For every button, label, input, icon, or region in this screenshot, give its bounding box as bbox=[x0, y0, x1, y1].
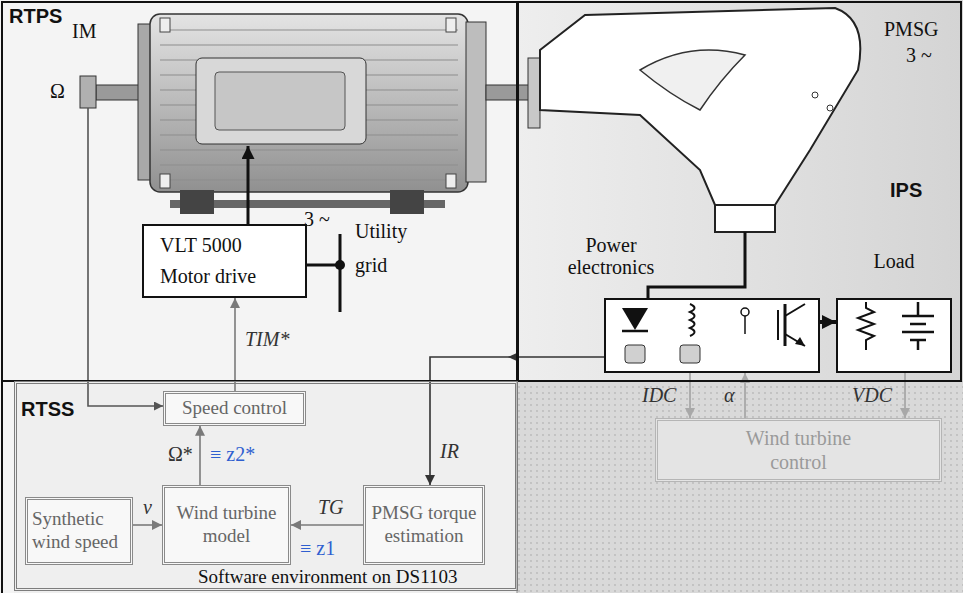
region-panel: IPSPower electronicsLoad bbox=[517, 1, 962, 382]
process-box: PMSG torque estimation bbox=[363, 485, 485, 565]
converter-symbols bbox=[680, 345, 700, 363]
converter-symbols bbox=[784, 304, 787, 346]
converter-symbols bbox=[622, 308, 648, 330]
induction-motor bbox=[160, 174, 170, 188]
controller-box: Wind turbine control bbox=[655, 418, 942, 482]
part-name: Utility grid bbox=[355, 214, 425, 282]
induction-motor bbox=[390, 190, 424, 214]
part-name: PMSG bbox=[884, 18, 938, 41]
induction-motor bbox=[160, 30, 458, 180]
variable-name: ≡ z1 bbox=[300, 537, 335, 560]
induction-motor bbox=[446, 18, 456, 32]
induction-motor bbox=[215, 72, 345, 130]
induction-motor bbox=[80, 76, 96, 108]
panel-ground bbox=[517, 381, 963, 593]
load-symbols bbox=[858, 302, 874, 350]
converter-symbols bbox=[690, 304, 695, 336]
box-text: Speed control bbox=[182, 397, 287, 420]
generator-nacelle bbox=[812, 92, 818, 98]
drive-box: VLT 5000 Motor drive bbox=[142, 224, 307, 298]
generator-nacelle bbox=[528, 58, 540, 128]
process-box: Wind turbine model bbox=[162, 485, 291, 565]
power-wiring bbox=[648, 232, 745, 298]
converter-symbols bbox=[744, 316, 746, 334]
generator-nacelle bbox=[827, 105, 833, 111]
box-heading: Load bbox=[838, 250, 950, 272]
signal-arrow bbox=[234, 298, 236, 391]
generator-nacelle bbox=[715, 205, 775, 232]
box-heading: Power electronics bbox=[556, 234, 666, 278]
variable-name: ≡ z2* bbox=[210, 443, 255, 466]
phase-mark: 3 ~ bbox=[906, 44, 932, 67]
process-box: Speed control bbox=[163, 391, 306, 426]
signal-label: IDC bbox=[642, 384, 676, 407]
induction-motor bbox=[150, 14, 468, 192]
load-symbols bbox=[836, 298, 952, 373]
power-wiring bbox=[339, 234, 342, 312]
panel-ground bbox=[517, 0, 963, 381]
box-text: Wind turbine control bbox=[728, 426, 869, 474]
region-title: RTSS bbox=[21, 398, 74, 421]
power-wiring bbox=[248, 146, 745, 312]
box-text: VLT 5000 Motor drive bbox=[160, 230, 276, 292]
phase-mark: 3 ~ bbox=[304, 208, 330, 231]
induction-motor bbox=[196, 58, 366, 144]
signal-label: v bbox=[143, 496, 152, 519]
signal-label: VDC bbox=[852, 384, 892, 407]
footer-note: Software environment on DS1103 bbox=[195, 566, 460, 588]
box-text: PMSG torque estimation bbox=[370, 502, 478, 548]
converter-symbols bbox=[625, 345, 645, 363]
signal-label: IR bbox=[440, 440, 459, 463]
converter-symbols bbox=[795, 337, 805, 346]
panel-ground bbox=[0, 0, 517, 593]
signal-label: TG bbox=[318, 496, 344, 519]
power-wiring bbox=[335, 260, 345, 270]
signal-arrow bbox=[291, 524, 363, 526]
converter-symbols bbox=[785, 304, 805, 346]
part-name: IM bbox=[72, 20, 96, 43]
signal-arrow bbox=[689, 373, 691, 418]
signal-arrow bbox=[744, 373, 746, 418]
signal-arrow bbox=[199, 426, 201, 485]
region-title: IPS bbox=[890, 179, 922, 202]
generator-nacelle bbox=[528, 8, 860, 232]
converter-symbols bbox=[741, 308, 749, 316]
converter-symbols bbox=[622, 330, 648, 333]
induction-motor bbox=[486, 85, 530, 100]
signal-label: α bbox=[724, 384, 735, 407]
region-panel: RTPS VLT 5000 Motor drive bbox=[1, 1, 518, 382]
power-wiring bbox=[247, 146, 250, 224]
converter-symbols bbox=[604, 298, 820, 373]
load-symbols bbox=[902, 302, 934, 350]
induction-motor bbox=[466, 22, 486, 182]
induction-motor bbox=[160, 18, 170, 32]
signal-name: Ω bbox=[50, 80, 65, 103]
region-title: RTPS bbox=[9, 5, 62, 28]
panel-ground bbox=[1, 380, 3, 593]
generator-nacelle bbox=[640, 50, 745, 110]
induction-motor bbox=[180, 190, 214, 214]
box-text: Wind turbine model bbox=[169, 502, 284, 548]
converter-symbols bbox=[777, 310, 779, 340]
region-panel: RTSS Speed controlSynthetic wind speed Win… bbox=[14, 381, 518, 591]
speed-feedback-line bbox=[88, 108, 519, 406]
signal-arrow bbox=[133, 524, 162, 526]
signal-arrow bbox=[904, 373, 906, 418]
load-box: Load bbox=[836, 298, 952, 373]
signal-arrow bbox=[820, 320, 836, 324]
converter-symbols bbox=[604, 298, 820, 373]
generator-nacelle bbox=[540, 8, 860, 205]
signal-label: Ω* bbox=[168, 443, 193, 466]
converter-box: Power electronics bbox=[604, 298, 820, 373]
panel-ground bbox=[14, 381, 517, 593]
induction-motor bbox=[446, 174, 456, 188]
signal-label: TIM* bbox=[245, 328, 289, 351]
induction-motor bbox=[80, 14, 530, 214]
load-symbols bbox=[836, 298, 952, 373]
process-box: Synthetic wind speed bbox=[25, 497, 133, 565]
box-text: Synthetic wind speed bbox=[32, 508, 126, 554]
